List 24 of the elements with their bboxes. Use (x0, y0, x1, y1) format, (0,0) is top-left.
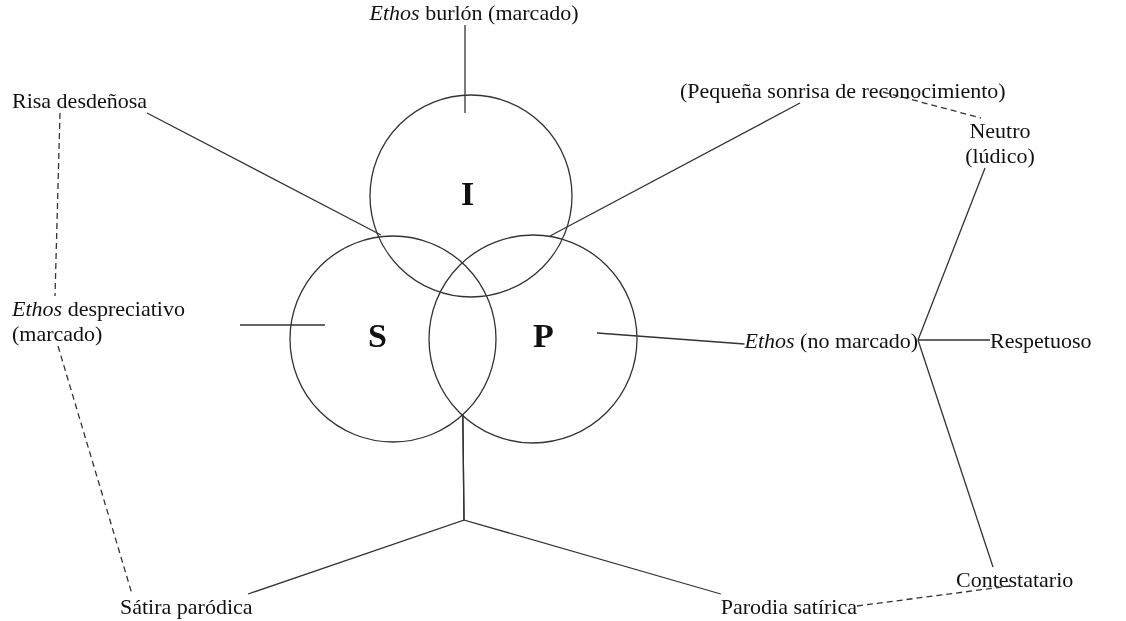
connector-line (462, 414, 722, 595)
connector-line (464, 24, 466, 114)
annotation-label: Ethos (no marcado) (744, 328, 918, 353)
annotation-label: Risa desdeñosa (12, 88, 148, 113)
connector-line (917, 339, 994, 568)
set-letter: I (461, 176, 475, 212)
dashed-connector (882, 91, 982, 119)
annotation-label: Respetuoso (990, 328, 1092, 353)
connector-line (917, 167, 986, 341)
annotation-label: Ethos despreciativo (marcado) (12, 296, 242, 346)
connector-line (239, 324, 326, 326)
connector-line (549, 102, 801, 237)
annotation-label: Parodia satírica (720, 594, 857, 619)
annotation-label: (Pequeña sonrisa de reconocimiento) (680, 78, 1006, 103)
connector-line (917, 339, 991, 341)
connector-line (596, 332, 746, 345)
set-letter: S (368, 318, 387, 354)
annotation-label: Sátira paródica (120, 594, 253, 619)
annotation-label: Contestatario (956, 567, 1074, 592)
dashed-connector (54, 112, 61, 297)
set-letter: P (533, 318, 554, 354)
dashed-connector (856, 585, 1011, 607)
annotation-label: Ethos burlón (marcado) (369, 0, 579, 25)
annotation-label: Neutro (lúdico) (945, 118, 1055, 168)
